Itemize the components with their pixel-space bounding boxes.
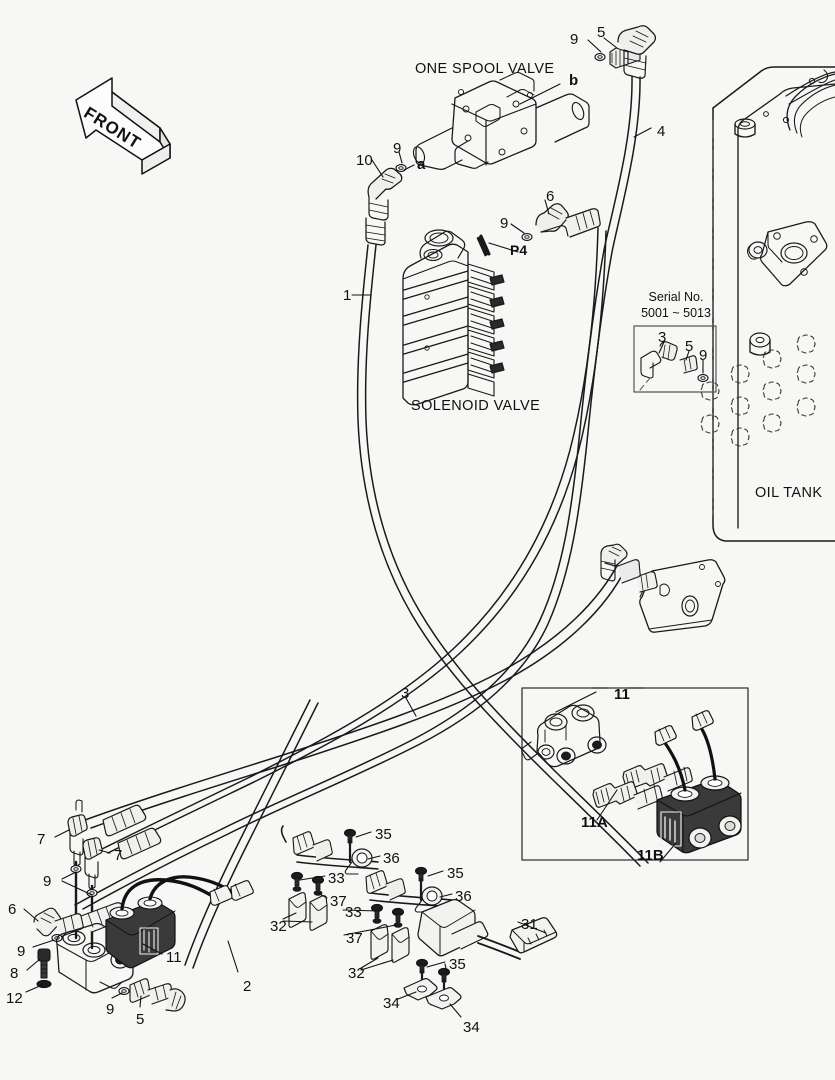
inset-coil-pack <box>654 710 742 854</box>
harness-bracket-group <box>280 825 558 1010</box>
port-letter-b: b <box>569 72 579 89</box>
mid-valve-block <box>600 543 726 633</box>
assembly-inset-box <box>521 687 749 863</box>
callout-36-b: 36 <box>455 888 472 905</box>
elbow-fitting-top <box>617 25 657 79</box>
fitting-group-elbow-6 <box>521 203 601 242</box>
solenoid-valve-stack <box>402 229 505 406</box>
lower-valve-block <box>33 799 254 1012</box>
callout-5-block: 5 <box>136 1011 145 1028</box>
callout-4: 4 <box>657 123 666 140</box>
inset-11-label: 11 <box>614 686 630 703</box>
callout-10: 10 <box>356 152 373 169</box>
serial-callout-5: 5 <box>685 338 694 355</box>
serial-note-line1: Serial No. <box>648 290 704 304</box>
hose-4 <box>74 76 641 910</box>
callout-3: 3 <box>401 685 410 702</box>
callout-11-block: 11 <box>166 949 182 966</box>
hose-2 <box>184 699 319 969</box>
callout-8: 8 <box>10 965 19 982</box>
leader-lines <box>23 37 704 1018</box>
callout-35-a: 35 <box>375 826 392 843</box>
callout-6-top: 6 <box>546 188 555 205</box>
callout-9-top: 9 <box>570 31 579 48</box>
callout-31: 31 <box>521 916 538 933</box>
callout-32-right: 32 <box>348 965 365 982</box>
inset-11b-label: 11B <box>637 847 664 864</box>
callout-7-left: 7 <box>37 831 46 848</box>
one-spool-valve-body <box>412 71 590 170</box>
callout-9-p4: 9 <box>500 215 509 232</box>
hose-3-group <box>84 227 627 854</box>
inset-valve-manifold <box>521 704 607 768</box>
serial-callout-3: 3 <box>658 329 667 346</box>
callout-37-left: 37 <box>330 893 347 910</box>
one-spool-valve-title: ONE SPOOL VALVE <box>415 61 555 77</box>
serial-note-line2: 5001 ~ 5013 <box>641 305 711 320</box>
callout-36-a: 36 <box>383 850 400 867</box>
serial-callout-9: 9 <box>699 347 708 364</box>
fitting-5-bottom <box>118 978 186 1012</box>
callout-34-b: 34 <box>463 1019 480 1036</box>
callout-9-orings: 9 <box>43 873 52 890</box>
oil-tank-body <box>700 66 835 542</box>
hose-1 <box>356 244 649 867</box>
inset-11a-label: 11A <box>581 814 608 831</box>
callout-2: 2 <box>243 978 252 995</box>
callout-6-bottom: 6 <box>8 901 17 918</box>
lower-coil-pack <box>105 875 254 969</box>
callout-37-right: 37 <box>346 930 363 947</box>
callout-33-right: 33 <box>345 904 362 921</box>
bolt-8 <box>37 948 51 979</box>
connector-31 <box>509 917 558 954</box>
oil-tank-title: OIL TANK <box>755 485 823 501</box>
callout-9-a: 9 <box>393 140 402 157</box>
port-letter-a: a <box>417 156 426 173</box>
callout-12: 12 <box>6 990 23 1007</box>
serial-note: Serial No. 5001 ~ 5013 <box>634 290 718 321</box>
callout-7-right: 7 <box>114 847 123 864</box>
callout-34-a: 34 <box>383 995 400 1012</box>
callout-9-block: 9 <box>106 1001 115 1018</box>
fitting-group-elbow-10 <box>365 163 407 246</box>
inset-cartridge-lower <box>592 781 663 810</box>
callout-35-c: 35 <box>449 956 466 973</box>
callout-1: 1 <box>343 287 352 304</box>
callout-5-top: 5 <box>597 24 606 41</box>
callout-35-b: 35 <box>447 865 464 882</box>
callout-33-left: 33 <box>328 870 345 887</box>
fitting-group-top-right <box>594 25 657 79</box>
callout-32-left: 32 <box>270 918 287 935</box>
tank-flange <box>746 221 828 287</box>
port-p4-label: P4 <box>510 242 528 258</box>
callout-9-bottom-left: 9 <box>17 943 26 960</box>
serial-inset-box <box>633 325 717 393</box>
solenoid-valve-title: SOLENOID VALVE <box>411 398 541 414</box>
harness-module <box>417 899 489 957</box>
